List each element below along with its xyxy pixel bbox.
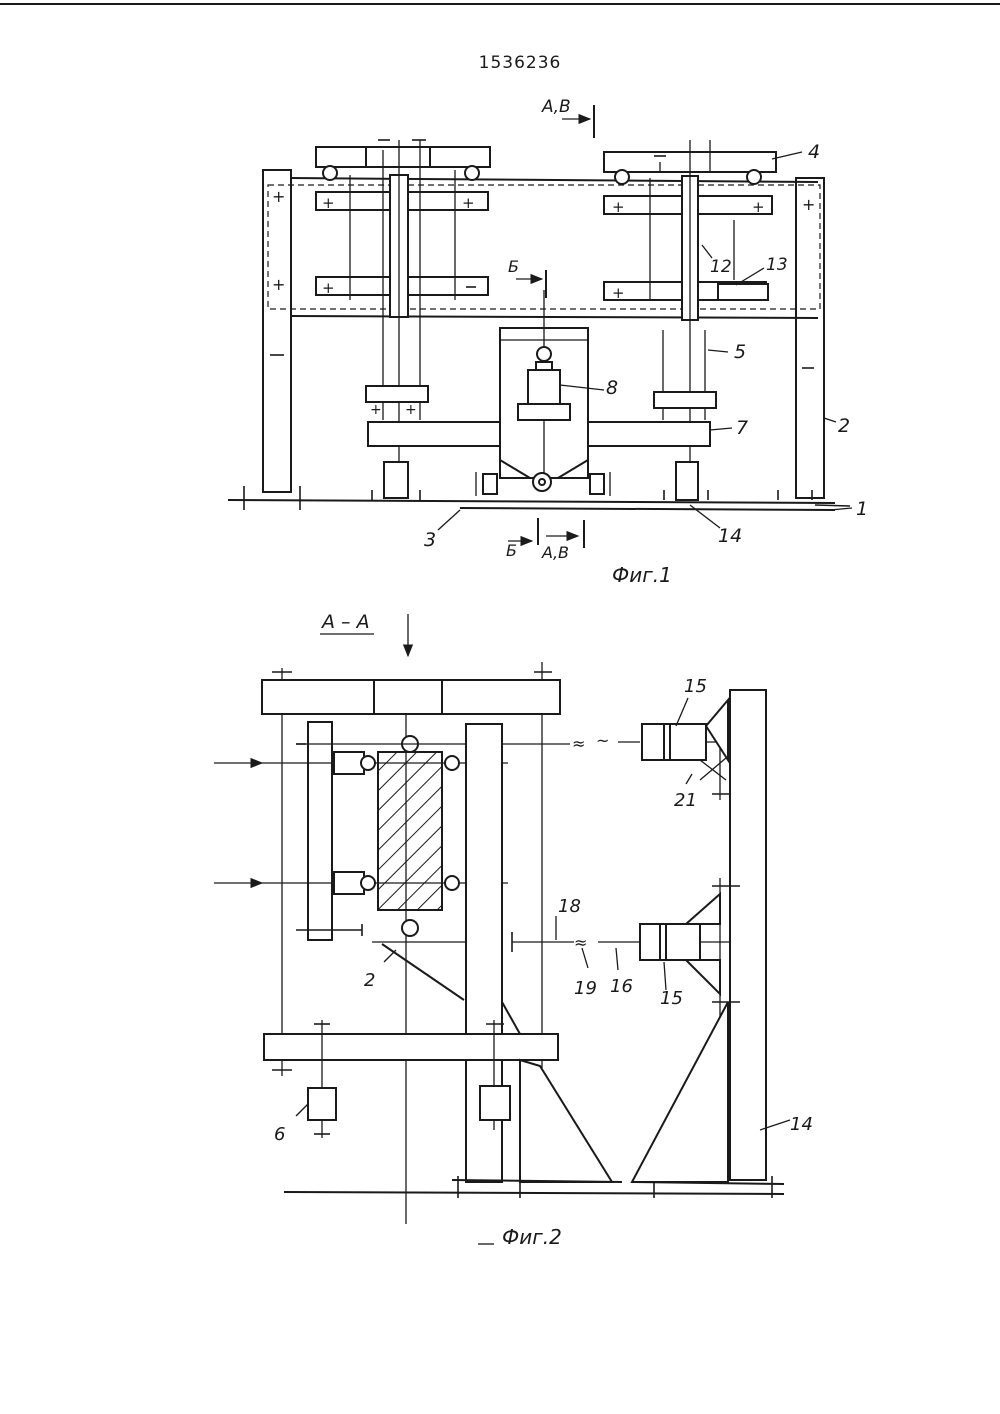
figure-1-caption: Фиг.1 [612, 563, 672, 587]
fig2-top-beam [262, 680, 560, 714]
left-foot [384, 462, 408, 498]
fig2-cylinder-upper [642, 724, 706, 760]
svg-text:+: + [322, 279, 335, 297]
fig2-base-line [284, 1192, 784, 1194]
svg-text:+: + [272, 275, 285, 294]
callout-19: 19 [574, 978, 597, 999]
callout-21: 21 [674, 790, 697, 811]
section-title-aa: А – А [320, 611, 370, 633]
svg-text:+: + [405, 402, 417, 418]
base-line [228, 500, 835, 503]
svg-text:+: + [612, 198, 625, 216]
svg-text:+: + [370, 402, 382, 418]
callout-13: 13 [766, 255, 788, 275]
fig2-cylinder-lower [640, 924, 700, 960]
callout-8: 8 [606, 377, 618, 399]
callout-14: 14 [790, 1114, 813, 1135]
callout-12: 12 [710, 257, 732, 277]
fig2-lower-beam [264, 1034, 558, 1060]
svg-text:+: + [752, 198, 765, 216]
fig2-hatched-workpiece [378, 752, 442, 910]
right-lower-block [654, 392, 716, 408]
svg-text:+: + [322, 194, 335, 212]
central-unit-body [528, 370, 560, 404]
right-foot-14 [676, 462, 698, 500]
fig2-block-6 [308, 1088, 336, 1120]
svg-text:+: + [612, 284, 625, 302]
svg-text:+: + [272, 187, 285, 206]
callout-2: 2 [364, 970, 375, 991]
callout-5: 5 [734, 341, 746, 363]
fig2-triangle-support-right [632, 1002, 728, 1182]
callout-4: 4 [808, 141, 820, 163]
left-column [263, 170, 291, 492]
left-lower-block [366, 386, 428, 402]
callout-15-lower: 15 [660, 988, 683, 1009]
section-mark-av-top: А,В [541, 97, 571, 117]
callout-7: 7 [736, 417, 748, 439]
callout-6: 6 [274, 1124, 285, 1145]
fig2-right-column-14 [730, 690, 766, 1180]
svg-text:~: ~ [596, 731, 609, 750]
section-mark-b-bottom: Б [506, 541, 517, 560]
patent-number: 1536236 [479, 53, 562, 73]
base-line-under [460, 508, 835, 510]
svg-text:≈: ≈ [574, 933, 587, 952]
fig2-triangle-support-left [520, 1060, 612, 1182]
callout-16: 16 [610, 976, 633, 997]
figure-2: А – А [214, 611, 813, 1249]
section-mark-b-top: Б [508, 257, 519, 276]
svg-text:+: + [802, 195, 815, 214]
figure-2-caption: Фиг.2 [502, 1225, 562, 1249]
callout-1: 1 [856, 498, 868, 520]
figure-1: А,В + + + + + + [228, 97, 868, 587]
callout-2: 2 [838, 415, 850, 437]
section-mark-av-bottom: А,В [541, 543, 569, 562]
callout-14: 14 [718, 525, 742, 547]
fig2-left-plate [308, 722, 332, 940]
svg-text:≈: ≈ [572, 734, 585, 753]
callout-3: 3 [424, 529, 436, 551]
callout-15-upper: 15 [684, 676, 707, 697]
svg-text:+: + [462, 194, 475, 212]
fig2-post-block [480, 1086, 510, 1120]
callout-18: 18 [558, 896, 581, 917]
